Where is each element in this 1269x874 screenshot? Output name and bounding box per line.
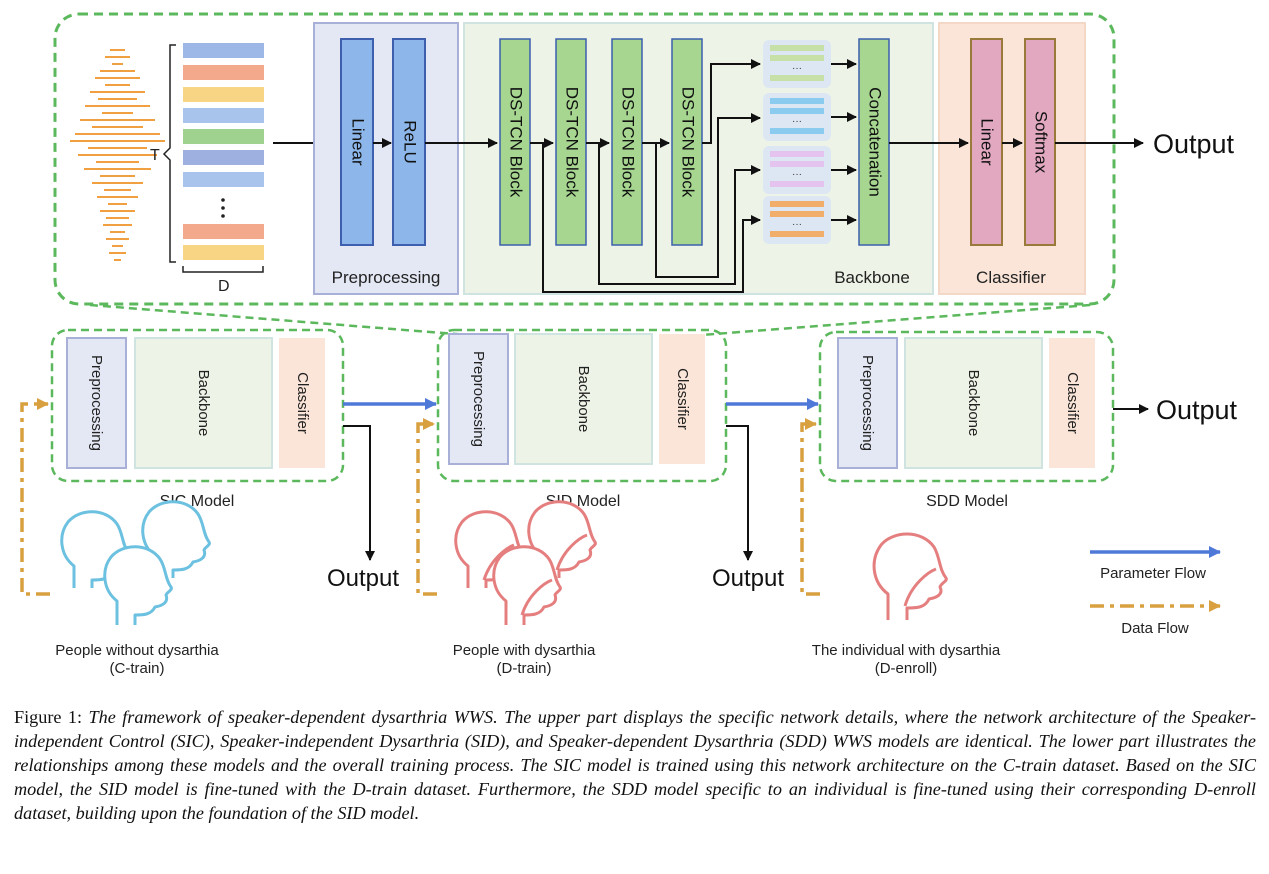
svg-text:···: ··· <box>792 169 802 180</box>
sic-preprocessing-label: Preprocessing <box>88 355 105 451</box>
tcn-block-2 <box>555 38 587 246</box>
concatenation-label: Concatenation <box>866 87 885 197</box>
feature-map-4: ··· <box>763 196 831 244</box>
feature-map-3: ··· <box>763 146 831 194</box>
sdd-preprocessing-label: Preprocessing <box>859 355 876 451</box>
svg-text:···: ··· <box>792 116 802 127</box>
linear-block <box>340 38 374 246</box>
concatenation-block <box>858 38 890 246</box>
zoom-connectors <box>89 303 1091 337</box>
softmax-label: Softmax <box>1032 111 1051 174</box>
data-flow-arrows <box>20 398 820 596</box>
sic-backbone-label: Backbone <box>195 370 212 437</box>
sid-output-arrow <box>726 425 753 561</box>
legend-param-flow-label: Parameter Flow <box>1100 565 1206 582</box>
tcn-block-1 <box>499 38 531 246</box>
t-label: T <box>150 147 160 164</box>
feature-map-1: ··· <box>763 40 831 88</box>
group-3-line1: The individual with dysarthia <box>812 642 1001 659</box>
tcn-label-1: DS-TCN Block <box>507 87 526 198</box>
sdd-model-title: SDD Model <box>926 493 1008 510</box>
backbone-title: Backbone <box>834 268 910 287</box>
sdd-classifier-label: Classifier <box>1064 372 1081 434</box>
sid-backbone-label: Backbone <box>575 366 592 433</box>
tcn-label-3: DS-TCN Block <box>619 87 638 198</box>
individual-with-dysarthia-icon <box>872 532 948 620</box>
sid-model: Preprocessing Backbone Classifier SID Mo… <box>436 328 728 510</box>
tcn-block-3 <box>611 38 643 246</box>
classifier-title: Classifier <box>976 268 1046 287</box>
group-1-line2: (C-train) <box>110 660 165 677</box>
cls-linear-block <box>970 38 1003 246</box>
sic-model: Preprocessing Backbone Classifier SIC Mo… <box>50 328 345 510</box>
tcn-label-2: DS-TCN Block <box>563 87 582 198</box>
svg-text:···: ··· <box>792 63 802 74</box>
linear-label: Linear <box>349 118 368 166</box>
sic-output-arrow <box>343 425 375 561</box>
sid-output-label: Output <box>712 565 784 592</box>
preprocessing-title: Preprocessing <box>332 268 441 287</box>
caption-body: The framework of speaker-dependent dysar… <box>14 707 1257 823</box>
group-2-line1: People with dysarthia <box>453 642 596 659</box>
tcn-label-4: DS-TCN Block <box>679 87 698 198</box>
people-with-dysarthia-icon <box>454 500 597 625</box>
sic-classifier-label: Classifier <box>294 372 311 434</box>
d-label: D <box>218 278 230 295</box>
sdd-backbone-label: Backbone <box>965 370 982 437</box>
preprocessing-panel <box>313 22 459 295</box>
figure-caption: Figure 1: The framework of speaker-depen… <box>14 705 1256 825</box>
network-detail-frame <box>53 12 1116 306</box>
skip-connection-arrows <box>542 59 761 293</box>
t-bracket <box>162 44 176 263</box>
cls-linear-label: Linear <box>978 118 997 166</box>
svg-text:···: ··· <box>792 219 802 230</box>
top-output-label: Output <box>1153 129 1235 159</box>
sic-output-label: Output <box>327 565 399 592</box>
group-1-line1: People without dysarthia <box>55 642 219 659</box>
people-without-dysarthia-icon <box>60 500 211 625</box>
d-bracket <box>182 266 264 273</box>
group-3-line2: (D-enroll) <box>875 660 938 677</box>
classifier-panel <box>938 22 1086 295</box>
matrix-ellipsis <box>221 198 225 218</box>
sid-preprocessing-label: Preprocessing <box>470 351 487 447</box>
sid-classifier-label: Classifier <box>674 368 691 430</box>
relu-block <box>392 38 426 246</box>
feature-matrix <box>183 43 264 260</box>
sdd-output-label: Output <box>1156 395 1238 425</box>
group-2-line2: (D-train) <box>497 660 552 677</box>
relu-label: ReLU <box>401 120 420 163</box>
feature-map-2: ··· <box>763 93 831 141</box>
map-to-concat-arrows <box>831 59 857 225</box>
framework-diagram: T D Linear ReLU Preprocessing DS-TCN Blo… <box>20 12 1238 677</box>
waveform-icon <box>70 49 165 261</box>
sdd-model: Preprocessing Backbone Classifier SDD Mo… <box>818 330 1115 510</box>
caption-lead: Figure 1: <box>14 707 89 727</box>
softmax-block <box>1024 38 1056 246</box>
legend-data-flow-label: Data Flow <box>1121 620 1189 637</box>
